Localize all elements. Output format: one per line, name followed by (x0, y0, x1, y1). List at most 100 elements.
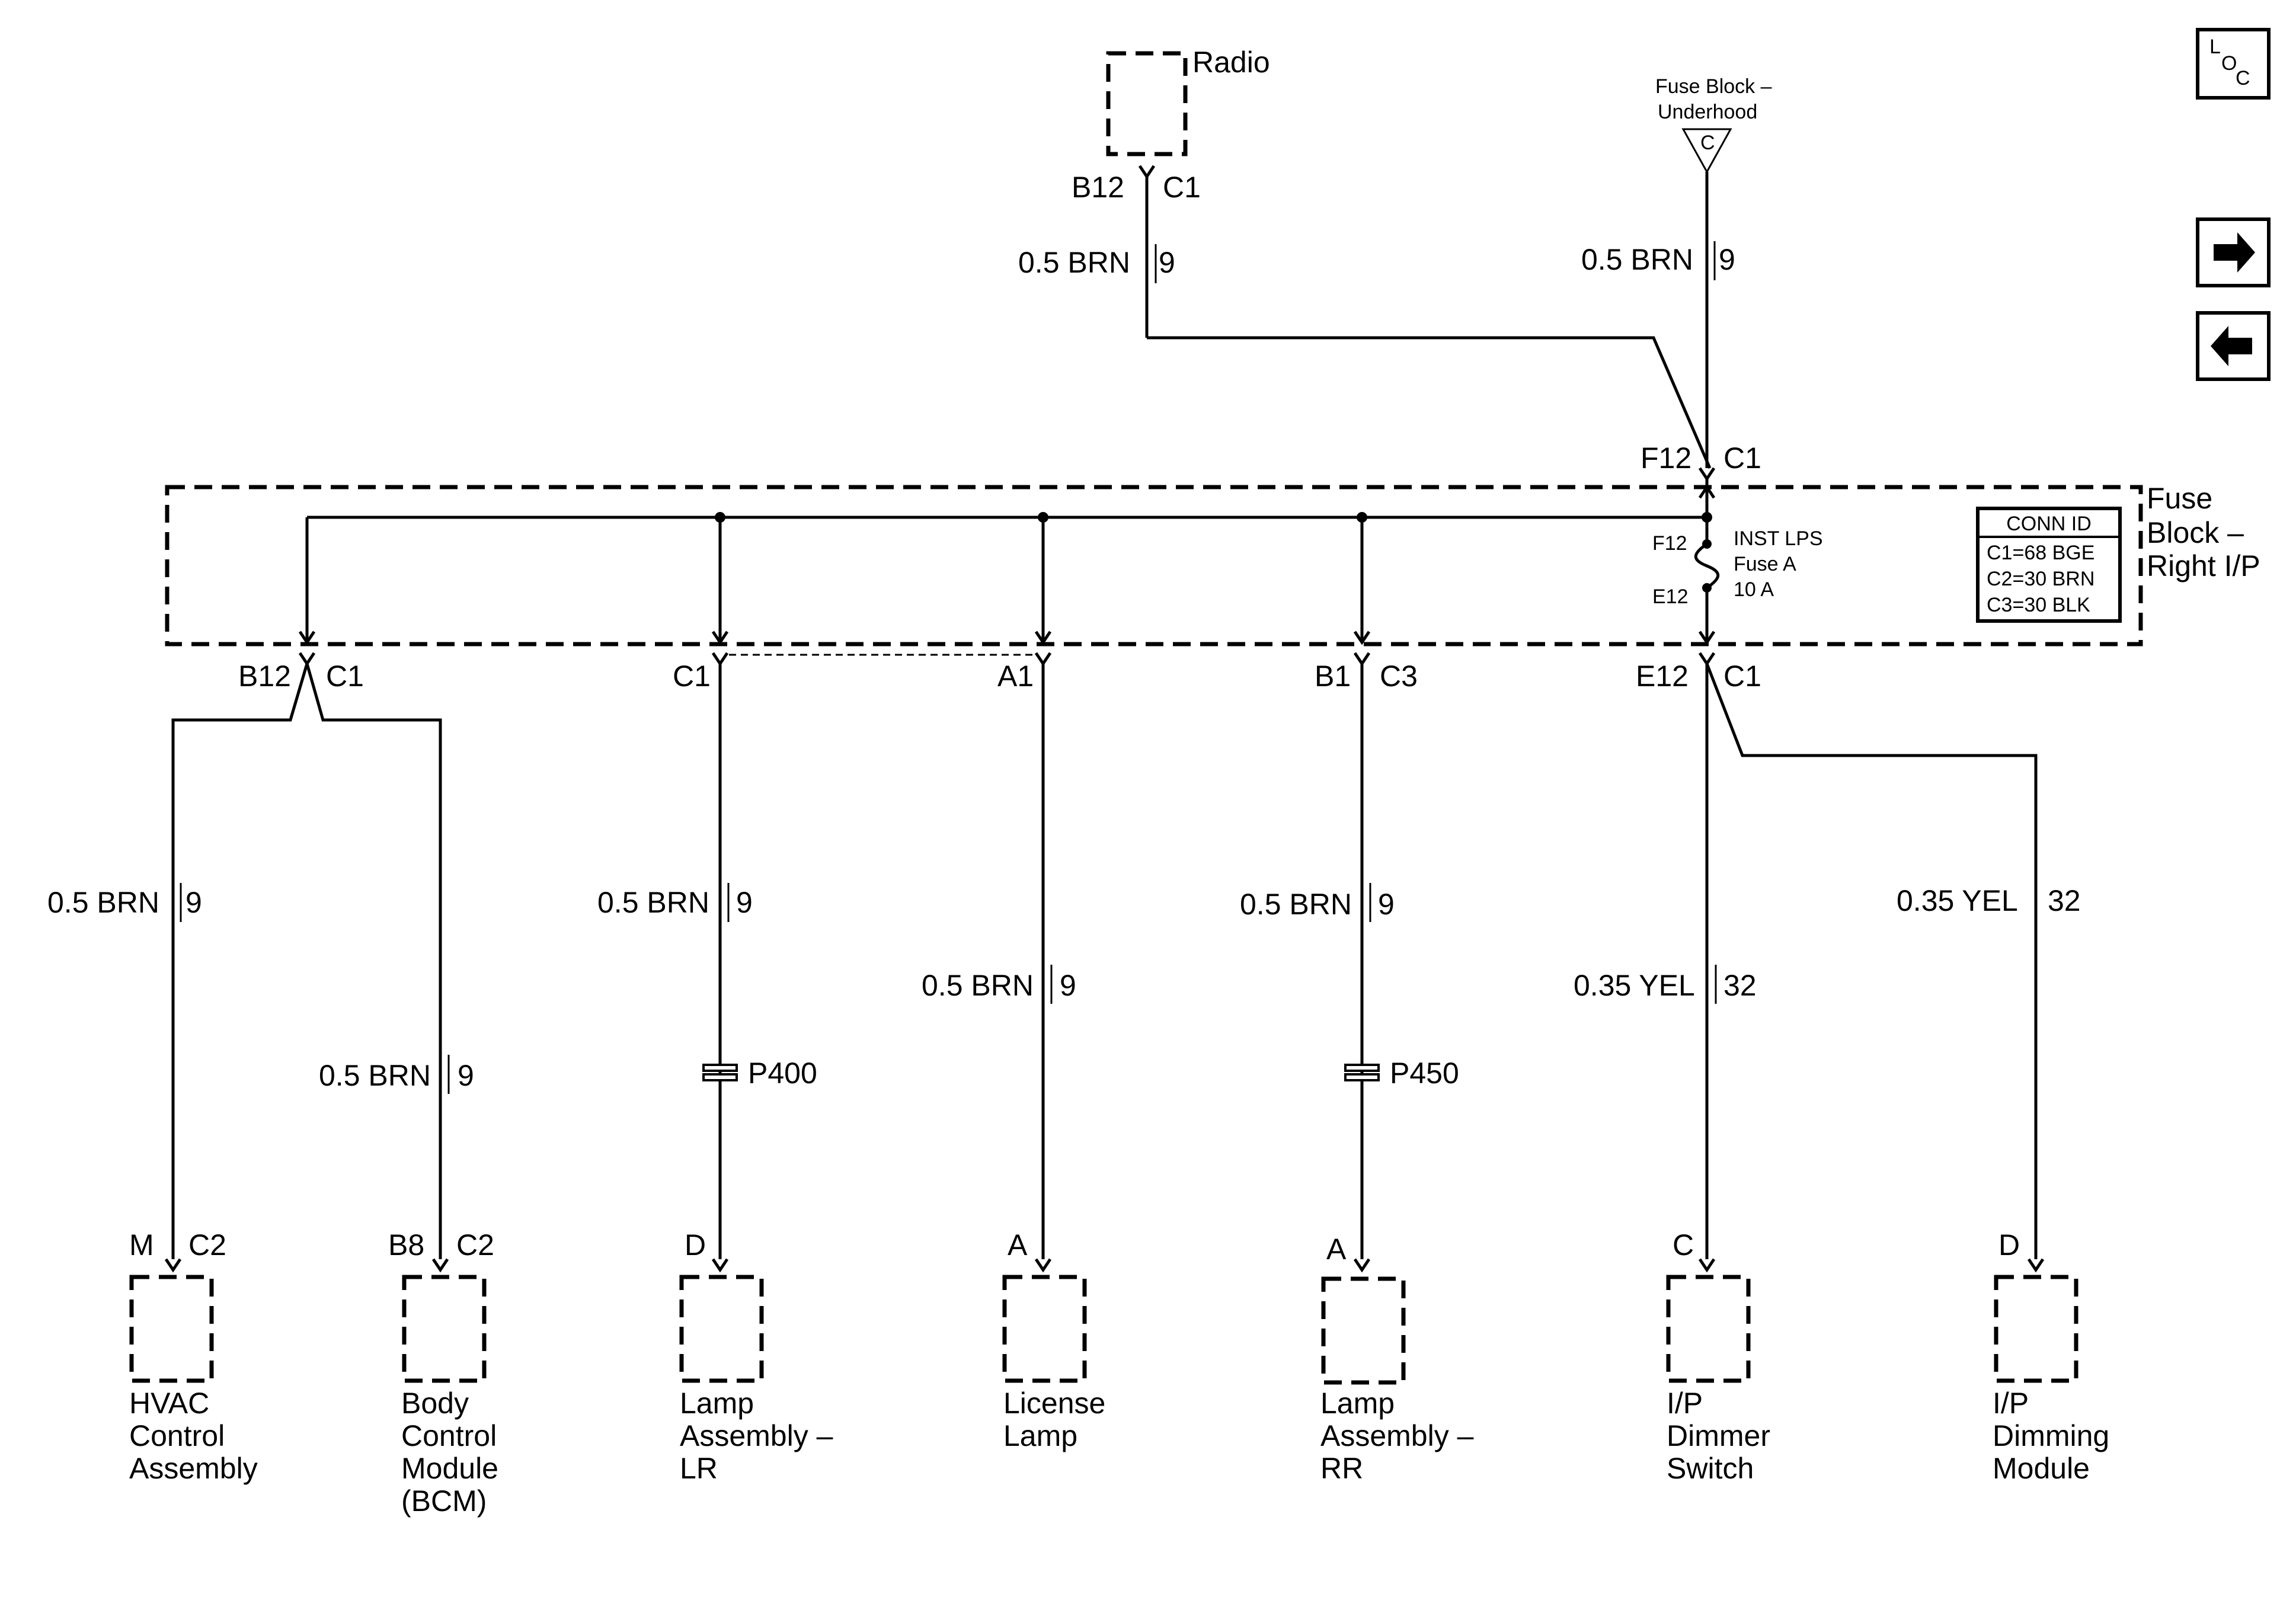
dimmer-name-1: I/P (1667, 1387, 1703, 1420)
loc-icon-o: O (2221, 52, 2237, 75)
wire-label-lr: 0.5 BRN (597, 886, 709, 919)
bcm-name-1: Body (401, 1387, 469, 1420)
conn-id-row-2: C2=30 BRN (1987, 568, 2094, 590)
fuse-name-1: INST LPS (1734, 527, 1823, 550)
radio-conn: C1 (1163, 171, 1201, 204)
wire-dimming-module (1705, 663, 2038, 1259)
splice-p450-label: P450 (1390, 1057, 1459, 1090)
dimming-name-1: I/P (1993, 1387, 2029, 1420)
load-ip-dimming-module[interactable]: I/P Dimming Module (1993, 1275, 2109, 1485)
license-name-1: License (1003, 1387, 1105, 1420)
conn-id-header: CONN ID (2006, 513, 2092, 535)
out-pin-5: E12 (1636, 660, 1689, 693)
radio-connector: B12 C1 (1072, 165, 1201, 204)
splice-p400-label: P400 (748, 1057, 817, 1090)
radio-component[interactable]: Radio (1106, 46, 1270, 156)
forward-arrow-icon (2214, 232, 2255, 273)
loc-icon-c: C (2236, 67, 2250, 89)
wire-circuit-rr: 9 (1378, 888, 1395, 921)
fuse-block-name-2: Block – (2147, 516, 2244, 549)
underhood-label-1: Fuse Block – (1655, 75, 1772, 98)
bcm-name-3: Module (401, 1452, 498, 1485)
bcm-name-2: Control (401, 1419, 497, 1452)
out-pin-1: B12 (238, 660, 291, 693)
fuse-pin-bottom: E12 (1652, 585, 1689, 608)
conn-id-row-3: C3=30 BLK (1987, 594, 2090, 616)
back-arrow-button[interactable] (2196, 311, 2271, 381)
input-pin: F12 (1641, 441, 1691, 475)
out-conn-4: C3 (1380, 660, 1418, 693)
out-pin-3: A1 (997, 660, 1034, 693)
conn-id-row-1: C1=68 BGE (1987, 542, 2094, 564)
fuse-block-name-3: Right I/P (2147, 549, 2260, 582)
hvac-name-3: Assembly (129, 1452, 258, 1485)
fuse-pin-top: F12 (1652, 532, 1687, 555)
dimming-name-3: Module (1993, 1452, 2090, 1485)
back-arrow-icon (2211, 326, 2252, 366)
out-pin-2: C1 (673, 660, 711, 693)
load-pin-hvac: M (129, 1228, 154, 1262)
wire-circuit-hvac: 9 (186, 886, 202, 919)
bus-drops (298, 517, 1371, 645)
wire-bcm (305, 663, 442, 1259)
underhood-terminal: C (1700, 132, 1715, 154)
load-ip-dimmer-switch[interactable]: I/P Dimmer Switch (1666, 1275, 1770, 1485)
load-conn-bcm: C2 (456, 1228, 494, 1262)
lr-name-3: LR (680, 1452, 718, 1485)
output-connectors: B12 C1 C1 A1 B1 C3 E12 C1 (238, 652, 1761, 693)
rr-name-2: Assembly – (1320, 1419, 1474, 1452)
load-license-lamp[interactable]: License Lamp (1002, 1275, 1105, 1452)
load-pin-lr: D (685, 1228, 706, 1262)
radio-wire-label: 0.5 BRN (1018, 246, 1130, 279)
dimming-name-2: Dimming (1993, 1419, 2109, 1452)
radio-pin: B12 (1072, 171, 1124, 204)
load-pin-rr: A (1326, 1233, 1347, 1266)
load-connectors: M C2 B8 C2 D A A C D (129, 1228, 2045, 1273)
load-lamp-assembly-lr[interactable]: Lamp Assembly – LR (679, 1275, 833, 1485)
wire-label-rr: 0.5 BRN (1240, 888, 1352, 921)
load-hvac-control-assembly[interactable]: HVAC Control Assembly (129, 1275, 258, 1485)
input-conn: C1 (1723, 441, 1761, 475)
dimmer-name-2: Dimmer (1667, 1419, 1770, 1452)
wire-circuit-dimmer: 32 (1723, 969, 1757, 1002)
out-pin-4: B1 (1315, 660, 1351, 693)
wire-label-license: 0.5 BRN (922, 969, 1034, 1002)
load-pin-dimming: D (1998, 1228, 2020, 1262)
loc-icon-l: L (2209, 36, 2221, 58)
loc-button[interactable]: L O C (2196, 28, 2271, 100)
fuse-name-3: 10 A (1734, 578, 1774, 601)
load-lamp-assembly-rr[interactable]: Lamp Assembly – RR (1320, 1276, 1474, 1485)
load-pin-dimmer: C (1673, 1228, 1694, 1262)
underhood-terminal-triangle (1681, 128, 1732, 174)
rr-name-3: RR (1320, 1452, 1363, 1485)
dimmer-name-3: Switch (1667, 1452, 1754, 1485)
splice-p400[interactable]: P400 (702, 1057, 817, 1090)
load-body-control-module[interactable]: Body Control Module (BCM) (401, 1275, 498, 1518)
underhood-label-2: Underhood (1658, 101, 1757, 123)
fuse-name-2: Fuse A (1734, 553, 1796, 575)
rr-name-1: Lamp (1320, 1387, 1395, 1420)
wire-circuit-lr: 9 (736, 886, 753, 919)
wire-hvac (171, 663, 309, 1259)
wire-label-dimming: 0.35 YEL (1897, 884, 2018, 917)
radio-wire-circuit: 9 (1159, 246, 1175, 279)
radio-label: Radio (1192, 46, 1270, 79)
load-conn-hvac: C2 (188, 1228, 226, 1262)
fuse-block-name-1: Fuse (2147, 482, 2212, 515)
hvac-name-1: HVAC (129, 1387, 209, 1420)
splice-p450[interactable]: P450 (1344, 1057, 1459, 1090)
wire-labels: 0.5 BRN 9 0.5 BRN 9 0.5 BRN 9 0.5 BRN 9 … (47, 880, 2081, 1094)
fuse-block-underhood[interactable]: Fuse Block – Underhood C (1655, 75, 1772, 174)
hvac-name-2: Control (129, 1419, 225, 1452)
fuse-block-input-connector: F12 C1 (1641, 441, 1761, 482)
license-name-2: Lamp (1003, 1419, 1077, 1452)
fuse-block-right-ip[interactable]: Fuse Block – Right I/P (165, 482, 2260, 646)
load-pin-license: A (1008, 1228, 1028, 1262)
load-pin-bcm: B8 (388, 1228, 424, 1262)
wire-circuit-license: 9 (1060, 969, 1076, 1002)
inst-lps-fuse[interactable]: F12 E12 INST LPS Fuse A 10 A (1652, 517, 1823, 645)
underhood-wire-label: 0.5 BRN (1581, 243, 1693, 276)
conn-id-table: CONN ID C1=68 BGE C2=30 BRN C3=30 BLK (1976, 507, 2122, 623)
forward-arrow-button[interactable] (2196, 217, 2271, 287)
